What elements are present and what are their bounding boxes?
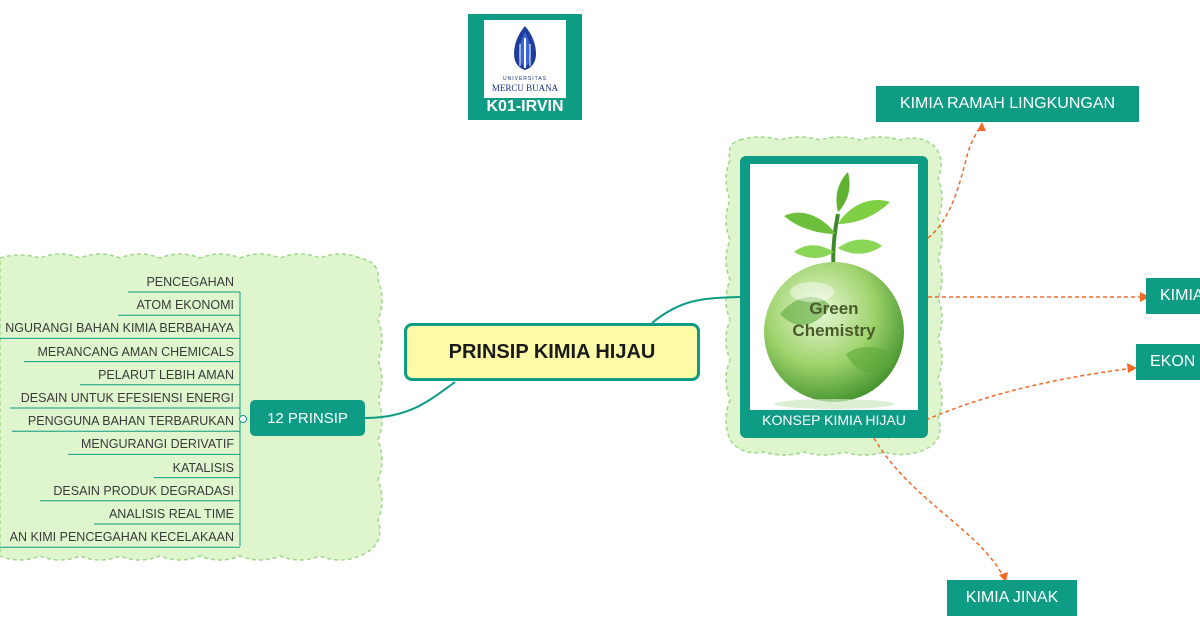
arrowhead-ekon (1127, 363, 1137, 373)
prinsip-item[interactable]: PENCEGAHAN (146, 275, 234, 289)
topic-kimia-jinak[interactable]: KIMIA JINAK (947, 580, 1077, 616)
left-cloud-boundary (0, 253, 383, 561)
topic-kimia-ramah-lingkungan[interactable]: KIMIA RAMAH LINGKUNGAN (876, 86, 1139, 122)
prinsip-item[interactable]: KATALISIS (172, 460, 234, 475)
central-topic[interactable]: PRINSIP KIMIA HIJAU (404, 323, 700, 381)
green-chemistry-image: Green Chemistry (750, 164, 918, 410)
prinsip-item[interactable]: MERANCANG AMAN CHEMICALS (37, 344, 234, 359)
prinsip-item[interactable]: AN KIMI PENCEGAHAN KECELAKAAN (9, 530, 234, 545)
prinsip-item[interactable]: PENGGUNA BAHAN TERBARUKAN (27, 414, 234, 429)
green-chemistry-line2: Chemistry (792, 321, 876, 340)
arrowhead-jinak (999, 572, 1008, 582)
topic-12-prinsip[interactable]: 12 PRINSIP (250, 400, 365, 436)
arrowhead-kimia (1140, 292, 1150, 302)
prinsip-item[interactable]: DESAIN UNTUK EFESIENSI ENERGI (20, 391, 234, 405)
green-chemistry-text: Green Chemistry (750, 298, 918, 342)
green-chemistry-line1: Green (809, 299, 859, 318)
mercu-buana-emblem-icon (514, 26, 536, 70)
link-konsep-to-ramah (927, 124, 983, 239)
logo-university-name: MERCU BUANA (491, 83, 559, 93)
konsep-label: KONSEP KIMIA HIJAU (762, 412, 906, 428)
green-globe-icon (764, 172, 904, 409)
topic-konsep-kimia-hijau[interactable]: Green Chemistry KONSEP KIMIA HIJAU (740, 156, 928, 438)
topic-kimia[interactable]: KIMIA (1146, 278, 1200, 314)
logo-university-small: UNIVERSITAS (503, 76, 547, 82)
prinsip-collapse-dot[interactable] (239, 415, 247, 423)
prinsip-item[interactable]: ANALISIS REAL TIME (108, 507, 234, 521)
link-central-to-prinsip (364, 381, 456, 419)
link-konsep-to-jinak (873, 437, 1005, 579)
logo-caption: K01-IRVIN (486, 98, 564, 115)
university-logo: UNIVERSITAS MERCU BUANA (484, 20, 566, 98)
prinsip-item[interactable]: MENGURANGI DERIVATIF (80, 437, 234, 452)
link-central-to-konsep (651, 296, 741, 324)
logo-card[interactable]: UNIVERSITAS MERCU BUANA K01-IRVIN (468, 14, 582, 120)
arrowhead-ramah (977, 122, 986, 131)
topic-ekon[interactable]: EKON (1136, 344, 1200, 380)
prinsip-item[interactable]: PELARUT LEBIH AMAN (98, 367, 234, 382)
prinsip-item[interactable]: ATOM EKONOMI (136, 298, 234, 313)
prinsip-item[interactable]: NGURANGI BAHAN KIMIA BERBAHAYA (5, 321, 234, 336)
prinsip-item-lines (0, 291, 240, 548)
prinsip-item[interactable]: DESAIN PRODUK DEGRADASI (53, 483, 234, 498)
